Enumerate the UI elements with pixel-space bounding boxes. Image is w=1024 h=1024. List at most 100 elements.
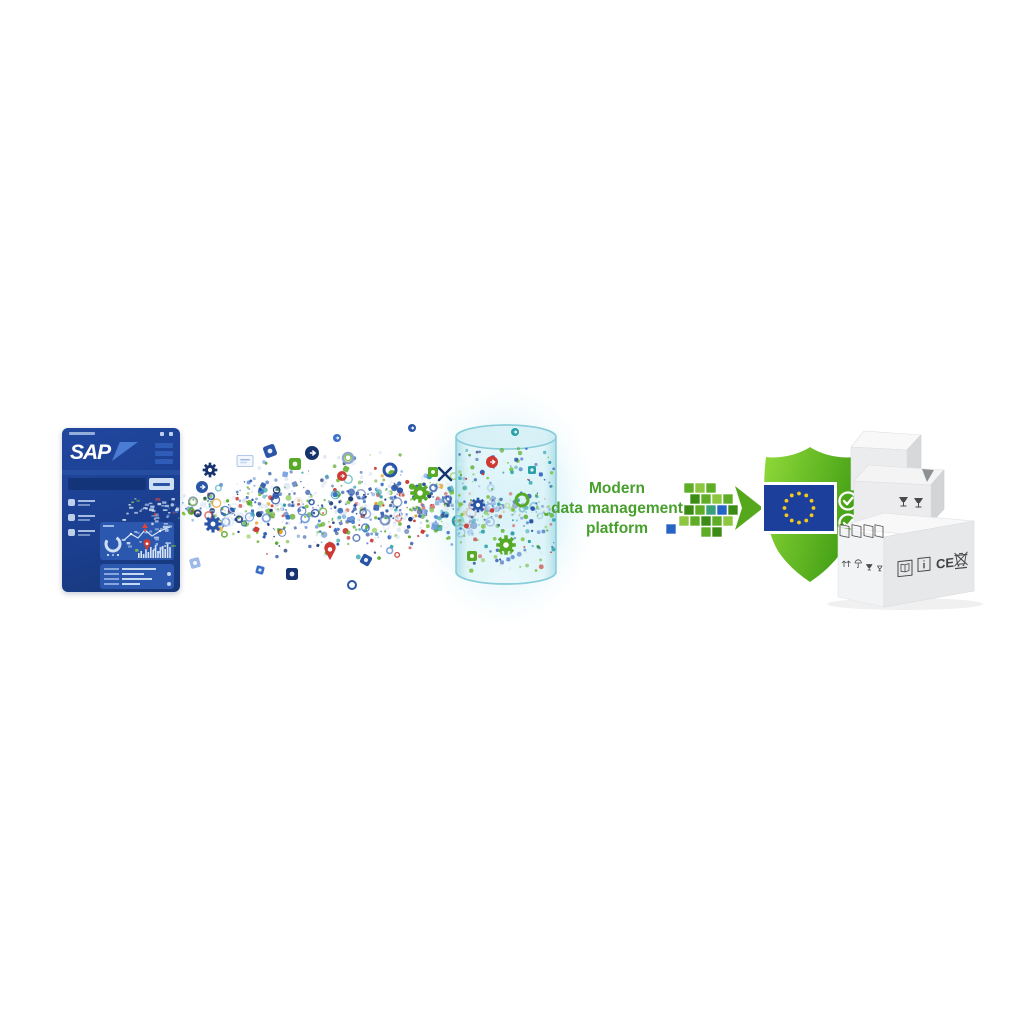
data-particle [373, 466, 377, 470]
ring-icon [382, 462, 398, 478]
data-particle [364, 504, 368, 508]
data-particle [410, 426, 415, 430]
data-particle [368, 487, 372, 492]
data-particle [507, 462, 509, 464]
pixel-square [694, 482, 706, 494]
data-particle [429, 507, 435, 513]
eu-flag-field [761, 482, 837, 534]
screen-fragment [153, 517, 156, 520]
screen-fragment [134, 531, 138, 533]
data-particle [388, 496, 391, 499]
data-particle [369, 518, 372, 521]
data-particle [421, 503, 425, 507]
screen-fragment [149, 530, 153, 533]
data-particle [408, 516, 413, 522]
data-particle [495, 548, 500, 553]
data-particle [265, 480, 270, 485]
data-particle [307, 495, 311, 499]
data-particle [458, 476, 462, 480]
data-particle [425, 524, 430, 529]
screen-fragment [145, 507, 148, 510]
bar-chart [138, 544, 171, 558]
screen-fragment [154, 513, 157, 516]
data-particle [504, 498, 509, 503]
rsq-icon [286, 568, 298, 580]
data-particle [380, 530, 382, 533]
data-particle [389, 535, 392, 539]
data-particle [469, 533, 472, 536]
data-particle [413, 505, 416, 508]
data-particle [172, 510, 175, 513]
data-particle [229, 512, 233, 516]
data-particle [446, 530, 450, 535]
screen-fragment [139, 509, 142, 513]
data-particle [231, 532, 235, 536]
compliance-marks: CE [897, 551, 968, 578]
data-particle [458, 518, 462, 522]
data-particle [422, 482, 426, 487]
data-particle [387, 484, 392, 489]
dot-icon [486, 456, 498, 468]
ring-particle [228, 503, 239, 514]
data-particle [192, 499, 195, 501]
data-particle [379, 506, 382, 508]
data-particle [278, 545, 281, 547]
screen-fragment [140, 508, 144, 510]
screen-fragment [164, 529, 167, 532]
pixel-square [683, 504, 695, 516]
rsq-icon [428, 467, 438, 477]
screen-fragment [122, 518, 127, 521]
ring-particle [223, 516, 235, 527]
data-particle [362, 493, 365, 496]
data-particle [347, 488, 356, 496]
card-icon [236, 455, 254, 467]
ring-particle [188, 497, 198, 506]
screen-fragment [134, 511, 138, 514]
data-particle [355, 554, 361, 560]
data-particle [298, 477, 301, 480]
data-particle [262, 494, 267, 499]
data-particle [253, 484, 256, 488]
data-particle [536, 492, 539, 494]
data-particle [233, 514, 236, 516]
data-particle [531, 529, 534, 532]
keep-dry-icon [854, 559, 862, 568]
data-particle [332, 521, 335, 525]
sidebar-icon [68, 514, 75, 521]
data-particle [320, 521, 326, 527]
data-particle [289, 470, 293, 474]
data-particle [471, 480, 474, 483]
data-particle [429, 491, 433, 496]
data-particle [341, 451, 355, 465]
eu-flag-stars [782, 491, 816, 525]
data-particle [463, 448, 467, 452]
data-particle [530, 506, 535, 511]
screen-fragment [159, 528, 163, 530]
data-particle [257, 507, 260, 510]
screen-fragment [155, 513, 159, 517]
pixel-square [711, 515, 723, 527]
cylinder-top [455, 424, 557, 450]
data-particle [423, 473, 429, 479]
data-particle [327, 520, 330, 523]
arrowhead-icon [735, 486, 763, 530]
alert-triangle-icon [142, 523, 148, 528]
ring-particle [442, 522, 449, 529]
data-particle [460, 512, 464, 517]
data-particle [181, 496, 184, 499]
ring-particle [193, 509, 202, 518]
data-particle [437, 484, 441, 488]
data-particle [434, 500, 440, 506]
data-particle [384, 498, 387, 501]
data-particle [238, 499, 242, 503]
data-particle [166, 514, 170, 518]
pixel-square [716, 504, 728, 516]
data-particle [463, 487, 466, 490]
data-particle [371, 513, 375, 516]
data-particle [273, 529, 276, 531]
data-particle [534, 569, 538, 572]
data-particle [426, 491, 430, 495]
data-particle [271, 538, 274, 541]
data-particle [531, 545, 534, 548]
data-particle [536, 544, 540, 549]
